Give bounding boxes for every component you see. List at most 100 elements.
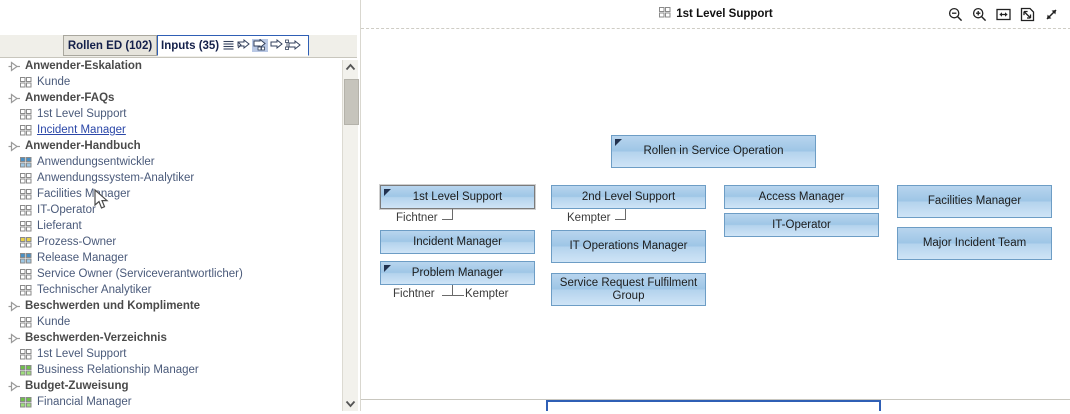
role-icon-plain [20, 348, 32, 360]
diagram-title: 1st Level Support [676, 8, 773, 20]
node-label: 2nd Level Support [581, 190, 676, 203]
expand-arrow-icon[interactable] [8, 140, 21, 152]
tree-item-19[interactable]: Business Relationship Manager [0, 362, 340, 378]
node-major-incident-team[interactable]: Major Incident Team [897, 227, 1052, 260]
connector-line [615, 219, 626, 220]
tree-group-0[interactable]: Anwender-Eskalation [0, 58, 340, 74]
tree-item-label: Release Manager [37, 252, 128, 264]
person-label-fichtner-1: Fichtner [396, 212, 438, 224]
tab-rollen-ed[interactable]: Rollen ED (102) [63, 35, 157, 56]
tree-item-label: Facilities Manager [37, 188, 131, 200]
filter-arrow-icon[interactable] [236, 39, 251, 52]
role-icon-plain [20, 220, 32, 232]
tree-item-label: Kunde [37, 316, 71, 328]
tree-item-4[interactable]: Incident Manager [0, 122, 340, 138]
node-rollen-in-service-operation[interactable]: Rollen in Service Operation [611, 135, 816, 168]
tab-inputs[interactable]: Inputs (35) [157, 35, 309, 56]
expand-arrow-icon[interactable] [8, 92, 21, 104]
tree-item-8[interactable]: Facilities Manager [0, 186, 340, 202]
role-icon-blue [20, 156, 32, 168]
diagram-toolbar [948, 7, 1059, 25]
tree-item-label: 1st Level Support [37, 108, 127, 120]
scroll-up-arrow[interactable] [343, 60, 358, 75]
fullscreen-icon[interactable] [1044, 7, 1059, 25]
tab-toolbar-icons [222, 39, 301, 52]
role-icon-plain [20, 76, 32, 88]
canvas-bottom-divider [361, 399, 1070, 400]
role-icon-green [20, 396, 32, 408]
tree-item-label: Prozess-Owner [37, 236, 117, 248]
node-flag-icon [384, 189, 391, 196]
tree-item-11[interactable]: Prozess-Owner [0, 234, 340, 250]
bottom-panel-partial[interactable] [546, 400, 881, 411]
node-label: Major Incident Team [922, 237, 1027, 249]
diagram-panel: 1st Level Support [360, 0, 1070, 411]
tree-item-13[interactable]: Service Owner (Serviceverantwortlicher) [0, 266, 340, 282]
role-icon-plain [20, 268, 32, 280]
node-problem-manager[interactable]: Problem Manager [380, 261, 535, 285]
connector-line [442, 295, 464, 296]
tree-item-6[interactable]: Anwendungsentwickler [0, 154, 340, 170]
node-facilities-manager[interactable]: Facilities Manager [897, 185, 1052, 218]
node-incident-manager[interactable]: Incident Manager [380, 230, 535, 254]
scrollbar-thumb[interactable] [344, 79, 359, 125]
arrow-outline-icon[interactable] [269, 39, 284, 52]
tree-item-21[interactable]: Financial Manager [0, 394, 340, 410]
role-icon-plain [20, 124, 32, 136]
node-label: 1st Level Support [412, 190, 503, 203]
filter-arrow-table-icon[interactable] [252, 39, 269, 52]
arrow-hierarchy-icon[interactable] [285, 39, 301, 52]
fit-page-icon[interactable] [1020, 7, 1035, 25]
tree-item-label: Incident Manager [37, 124, 126, 136]
node-access-manager[interactable]: Access Manager [724, 185, 879, 209]
connector-line [442, 219, 453, 220]
zoom-out-icon[interactable] [948, 7, 963, 25]
tree-group-label: Beschwerden-Verzeichnis [25, 332, 167, 344]
node-first-level-support[interactable]: 1st Level Support [379, 184, 536, 210]
tree-item-7[interactable]: Anwendungssystem-Analytiker [0, 170, 340, 186]
tree-group-2[interactable]: Anwender-FAQs [0, 90, 340, 106]
tree-item-label: Financial Manager [37, 396, 132, 408]
zoom-in-icon[interactable] [972, 7, 987, 25]
node-label: IT Operations Manager [569, 240, 688, 252]
tree-item-10[interactable]: Lieferant [0, 218, 340, 234]
list-icon[interactable] [222, 39, 235, 52]
tree-vertical-scrollbar[interactable] [342, 60, 359, 411]
person-label-kempter-1: Kempter [567, 212, 611, 224]
tree-item-18[interactable]: 1st Level Support [0, 346, 340, 362]
node-second-level-support[interactable]: 2nd Level Support [551, 185, 706, 209]
expand-arrow-icon[interactable] [8, 332, 21, 344]
expand-arrow-icon[interactable] [8, 300, 21, 312]
tree-group-20[interactable]: Budget-Zuweisung [0, 378, 340, 394]
scroll-down-arrow[interactable] [343, 396, 358, 411]
tree-group-17[interactable]: Beschwerden-Verzeichnis [0, 330, 340, 346]
tree-group-15[interactable]: Beschwerden und Komplimente [0, 298, 340, 314]
tree-item-label: Lieferant [37, 220, 82, 232]
tree-item-1[interactable]: Kunde [0, 74, 340, 90]
tree-group-5[interactable]: Anwender-Handbuch [0, 138, 340, 154]
tree-item-14[interactable]: Technischer Analytiker [0, 282, 340, 298]
tab-inputs-label: Inputs (35) [161, 39, 220, 52]
connector-line [452, 209, 453, 219]
node-it-operations-manager[interactable]: IT Operations Manager [551, 230, 706, 263]
role-icon-blue [20, 252, 32, 264]
fit-width-icon[interactable] [996, 7, 1011, 25]
tree-item-label: Anwendungsentwickler [37, 156, 155, 168]
expand-arrow-icon[interactable] [8, 380, 21, 392]
tree-item-16[interactable]: Kunde [0, 314, 340, 330]
diagram-title-wrap: 1st Level Support [659, 7, 773, 21]
left-panel: Rollen ED (102) Inputs (35) [0, 0, 359, 411]
role-icon-plain [20, 188, 32, 200]
connector-line [452, 285, 453, 295]
node-it-operator[interactable]: IT-Operator [724, 213, 879, 237]
tab-rollen-ed-label: Rollen ED (102) [67, 39, 153, 52]
diagram-canvas[interactable]: Rollen in Service Operation 1st Level Su… [361, 30, 1070, 395]
tree-item-3[interactable]: 1st Level Support [0, 106, 340, 122]
expand-arrow-icon[interactable] [8, 60, 21, 72]
role-icon-plain [659, 7, 671, 21]
tree-item-9[interactable]: IT-Operator [0, 202, 340, 218]
tree-item-12[interactable]: Release Manager [0, 250, 340, 266]
node-service-request-fulfilment-group[interactable]: Service Request Fulfilment Group [551, 273, 706, 306]
